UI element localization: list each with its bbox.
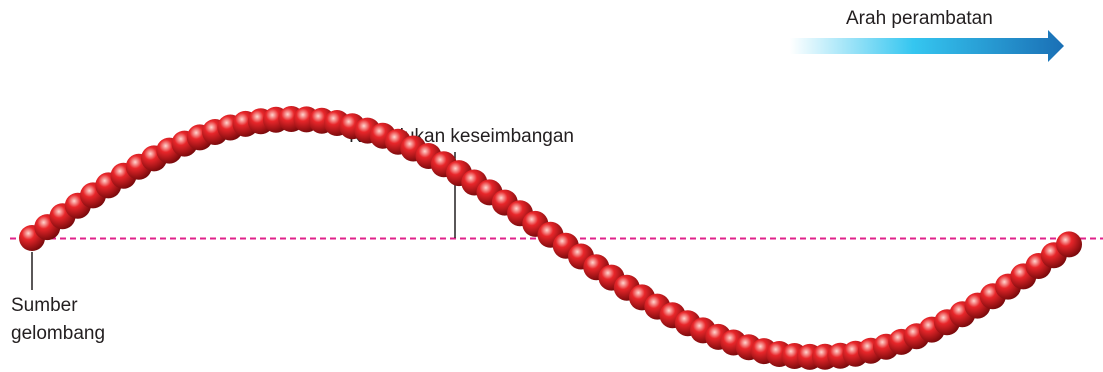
direction-label: Arah perambatan	[846, 8, 993, 29]
source-label-line-1: Sumber	[11, 295, 78, 316]
right-arrow-icon	[790, 30, 1064, 62]
bead-icon	[1056, 231, 1082, 258]
source-label: Sumber gelombang	[11, 295, 105, 344]
source-label-line-2: gelombang	[11, 323, 105, 344]
wave-beads	[19, 106, 1082, 370]
